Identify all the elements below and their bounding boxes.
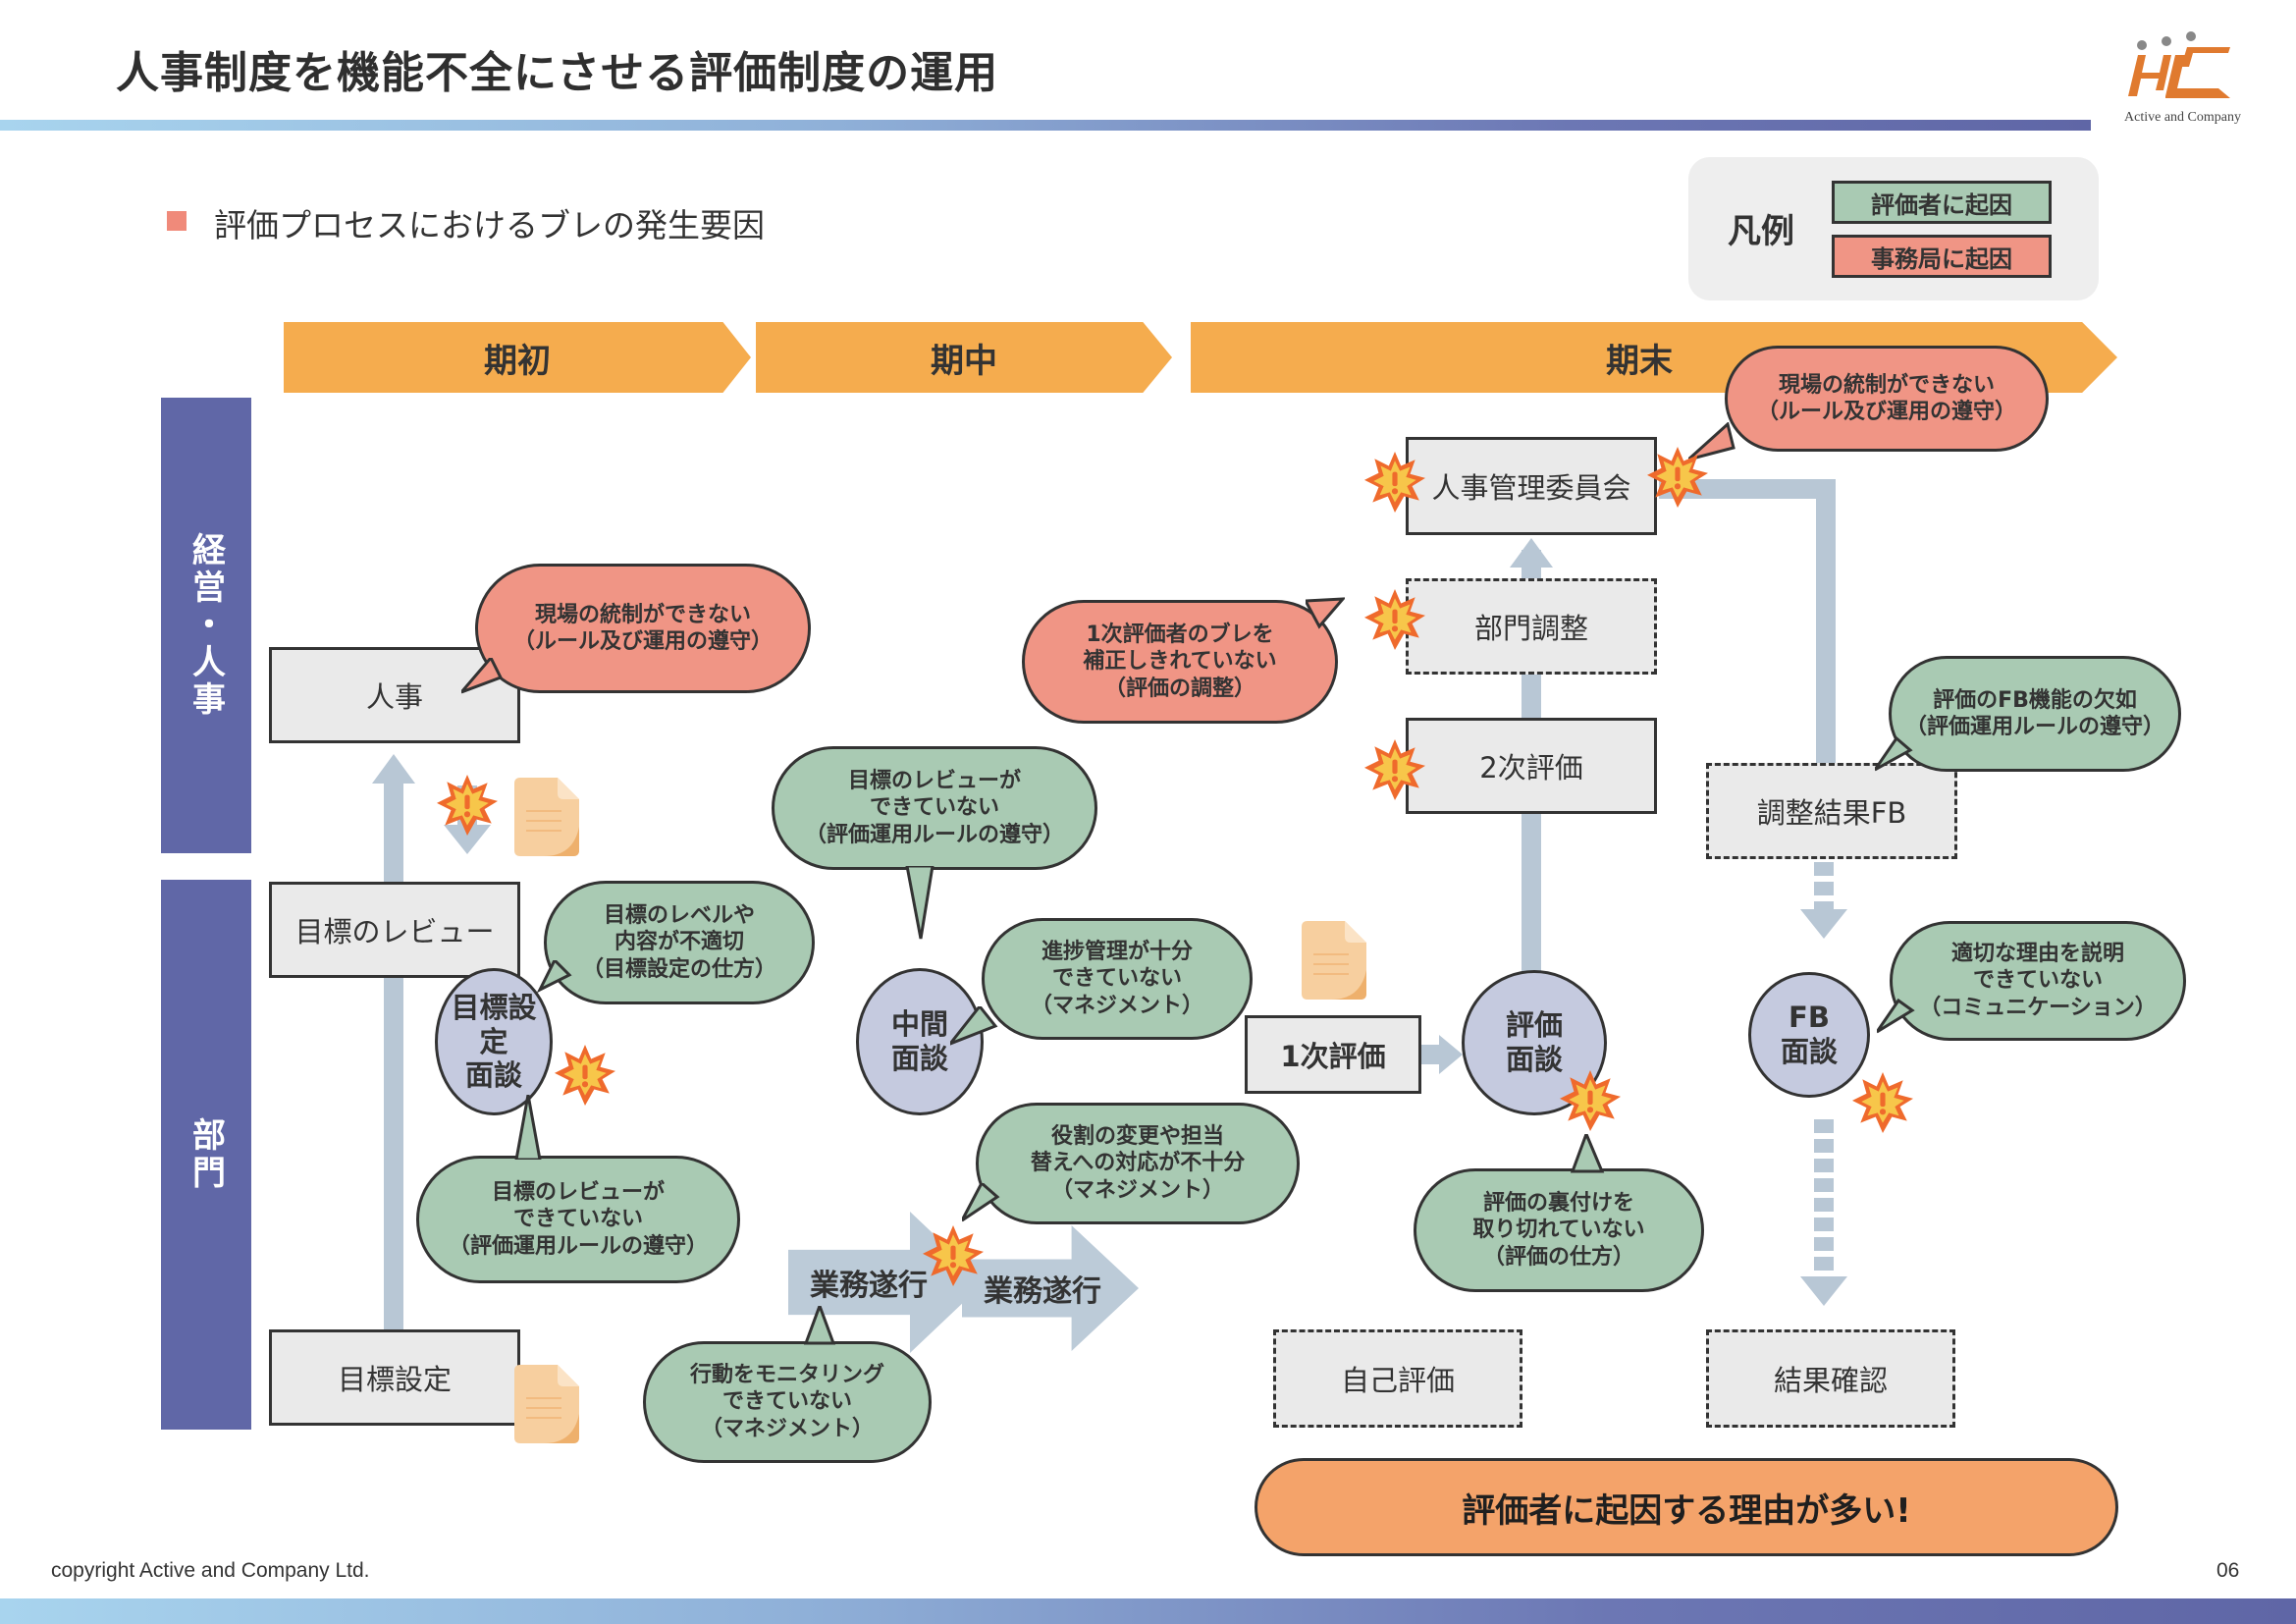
warning-burst-icon — [555, 1045, 615, 1106]
legend-item-secretariat: 事務局に起因 — [1832, 235, 2052, 278]
legend-title: 凡例 — [1728, 212, 1794, 251]
connector-committee-down — [1816, 479, 1836, 764]
connector-first-eval-to-interview — [1419, 1045, 1439, 1064]
node-label: 目標のレビュー — [294, 915, 495, 948]
footer-divider — [0, 1598, 2296, 1624]
callout-tail — [1306, 597, 1345, 629]
callout-evaluation-evidence: 評価の裏付けを 取り切れていない （評価の仕方） — [1414, 1168, 1704, 1292]
callout-goal-review-1: 目標のレビューが できていない （評価運用ルールの遵守） — [416, 1156, 740, 1283]
warning-burst-icon — [1647, 447, 1708, 508]
node-fb-interview: FB 面談 — [1748, 972, 1870, 1098]
arrow-up-icon — [372, 754, 415, 784]
document-icon — [514, 1365, 579, 1443]
node-first-evaluation: 1次評価 — [1245, 1015, 1421, 1094]
node-self-evaluation: 自己評価 — [1273, 1329, 1522, 1428]
warning-burst-icon — [923, 1225, 984, 1286]
legend-item-evaluator: 評価者に起因 — [1832, 181, 2052, 224]
arrow-right-icon — [1439, 1035, 1463, 1074]
node-result-confirmation: 結果確認 — [1706, 1329, 1955, 1428]
footer-copyright: copyright Active and Company Ltd. — [51, 1559, 370, 1582]
phase-start: 期初 — [284, 322, 751, 393]
warning-burst-icon — [1852, 1072, 1913, 1133]
node-dept-adjustment: 部門調整 — [1406, 578, 1657, 675]
node-label: 目標設定 — [337, 1363, 452, 1396]
logo-text: Active and Company — [2124, 110, 2241, 125]
node-label: 人事 — [365, 680, 423, 714]
callout-committee-control: 現場の統制ができない （ルール及び運用の遵守） — [1725, 346, 2049, 452]
conclusion-banner: 評価者に起因する理由が多い! — [1255, 1458, 2118, 1556]
callout-fb-function: 評価のFB機能の欠如 （評価運用ルールの遵守） — [1889, 656, 2181, 772]
node-label: 人事管理委員会 — [1431, 471, 1631, 505]
node-label: 部門調整 — [1473, 612, 1588, 645]
bullet-square-icon — [167, 211, 187, 231]
page-number: 06 — [2216, 1559, 2240, 1582]
node-goal-review: 目標のレビュー — [269, 882, 520, 978]
node-label: 結果確認 — [1773, 1364, 1888, 1397]
callout-tail — [803, 1306, 836, 1345]
document-icon — [514, 778, 579, 856]
callout-tail — [536, 960, 572, 994]
callout-tail — [1688, 422, 1735, 461]
node-label: 1次評価 — [1280, 1040, 1386, 1073]
callout-tail — [514, 1095, 542, 1160]
callout-progress-management: 進捗管理が十分 できていない （マネジメント） — [982, 918, 1253, 1040]
callout-tail — [905, 866, 934, 940]
arrow-label: 業務遂行 — [810, 1269, 928, 1303]
connector-result-dashed — [1814, 1119, 1834, 1276]
warning-burst-icon — [1560, 1070, 1621, 1131]
arrow-label: 業務遂行 — [984, 1274, 1101, 1309]
legend: 凡例 評価者に起因 事務局に起因 — [1688, 157, 2099, 300]
connector-goal-to-hr — [384, 781, 403, 1330]
node-label: 調整結果FB — [1756, 796, 1907, 830]
callout-goal-review-2: 目標のレビューが できていない （評価運用ルールの遵守） — [772, 746, 1097, 870]
node-label: 自己評価 — [1340, 1364, 1455, 1397]
lane-management-hr: 経営・人事 — [161, 398, 251, 853]
callout-hr-control: 現場の統制ができない （ルール及び運用の遵守） — [475, 564, 811, 693]
warning-burst-icon — [1364, 452, 1425, 513]
arrow-down-icon — [1800, 1276, 1847, 1306]
node-hr: 人事 — [269, 647, 520, 743]
page-title: 人事制度を機能不全にさせる評価制度の運用 — [116, 48, 999, 98]
logo-mark-icon — [2128, 31, 2230, 98]
node-midterm-interview: 中間 面談 — [856, 968, 984, 1115]
node-goal-setting-interview: 目標設定 面談 — [435, 968, 553, 1115]
callout-tail — [461, 658, 504, 694]
arrow-up-icon — [1510, 538, 1553, 568]
lane-department: 部門 — [161, 880, 251, 1430]
warning-burst-icon — [437, 775, 498, 836]
phase-middle: 期中 — [756, 322, 1172, 393]
callout-goal-level: 目標のレベルや 内容が不適切 （目標設定の仕方） — [544, 881, 815, 1004]
node-goal-setting: 目標設定 — [269, 1329, 520, 1426]
node-hr-committee: 人事管理委員会 — [1406, 437, 1657, 535]
document-icon — [1302, 921, 1366, 1000]
connector-fb-dashed — [1814, 862, 1834, 911]
callout-tail — [962, 1183, 1000, 1222]
company-logo: Active and Company — [2120, 27, 2268, 135]
task-execution-arrow-2: 業務遂行 — [962, 1225, 1139, 1351]
node-second-evaluation: 2次評価 — [1406, 718, 1657, 814]
callout-first-evaluator-variance: 1次評価者のブレを 補正しきれていない （評価の調整） — [1022, 600, 1338, 724]
callout-explanation: 適切な理由を説明 できていない （コミュニケーション） — [1890, 921, 2186, 1041]
node-label: 2次評価 — [1479, 751, 1583, 785]
node-adjustment-fb: 調整結果FB — [1706, 763, 1957, 859]
callout-behavior-monitoring: 行動をモニタリング できていない （マネジメント） — [643, 1341, 932, 1463]
warning-burst-icon — [1364, 589, 1425, 650]
callout-tail — [950, 1006, 998, 1046]
callout-tail — [1877, 998, 1915, 1034]
callout-tail — [1570, 1134, 1605, 1173]
section-subtitle: 評価プロセスにおけるブレの発生要因 — [214, 206, 765, 244]
connector-committee-right — [1659, 479, 1836, 499]
arrow-down-icon — [1800, 909, 1847, 939]
header-divider — [0, 120, 2091, 131]
callout-role-change: 役割の変更や担当 替えへの対応が不十分 （マネジメント） — [976, 1103, 1300, 1224]
callout-tail — [1875, 736, 1913, 772]
warning-burst-icon — [1364, 739, 1425, 800]
